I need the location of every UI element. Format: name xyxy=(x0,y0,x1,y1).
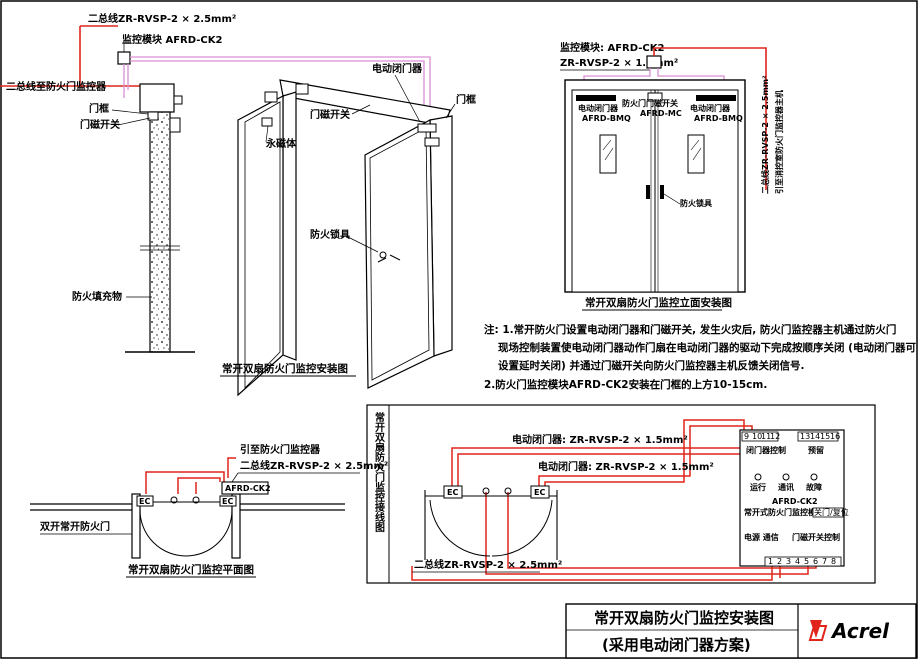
elev-closer-left-label: 电动闭门器 xyxy=(578,103,619,113)
install-mag-switch-label: 门磁开关 xyxy=(80,118,120,131)
wiring-model: AFRD-CK2 xyxy=(772,497,818,506)
plan-to-monitor-label: 引至防火门监控器 xyxy=(240,443,321,456)
wiring-ec-left: EC xyxy=(447,488,458,497)
wiring-diagram: 常开双扇防火门监控接线图 电动闭门器: ZR-RVSP-2 × 1.5mm² 电… xyxy=(366,404,876,584)
terminal-3: 3 xyxy=(786,557,791,566)
plan-door-label: 双开常开防火门 xyxy=(40,520,110,533)
plan-module-label: AFRD-CK2 xyxy=(225,484,271,493)
install-closer-label: 电动闭门器 xyxy=(372,62,423,75)
terminal-8: 8 xyxy=(831,557,836,566)
note-line-1: 注: 1.常开防火门设置电动闭门器和门磁开关, 发生火灾后, 防火门监控器主机通… xyxy=(484,323,896,336)
terminal-5: 5 xyxy=(804,557,809,566)
install-right-door xyxy=(364,119,435,389)
elev-closer-left-model: AFRD-BMQ xyxy=(582,114,631,123)
wiring-comm: 通讯 xyxy=(778,482,794,492)
elev-closer-right-model: AFRD-BMQ xyxy=(694,114,743,123)
title-line-1: 常开双扇防火门监控安装图 xyxy=(594,609,774,627)
wiring-terminals-bottom: 1 2 3 4 5 6 7 8 xyxy=(764,556,842,567)
note-line-3: 设置延时关闭) 并通过门磁开关向防火门监控器主机反馈关闭信号. xyxy=(498,359,804,372)
plan-caption: 常开双扇防火门监控平面图 xyxy=(128,563,254,576)
install-lock-label: 防火锁具 xyxy=(310,228,350,241)
wiring-frame xyxy=(366,404,876,584)
wiring-vertical-title: 常开双扇防火门监控接线图 xyxy=(373,411,385,533)
wiring-bus-label: 二总线ZR-RVSP-2 × 2.5mm² xyxy=(414,558,562,571)
title-line-2: (采用电动闭门器方案) xyxy=(602,636,751,654)
acrel-logo-icon xyxy=(810,620,822,638)
fault-led-icon xyxy=(810,473,818,481)
install-door-frame2-label: 门框 xyxy=(456,93,476,106)
elev-vertical-line1: 二总线ZR-RVSP-2 × 2.5mm² xyxy=(760,75,770,194)
plan-bus-label: 二总线ZR-RVSP-2 × 2.5mm² xyxy=(240,459,388,472)
wiring-cable1-label: 电动闭门器: ZR-RVSP-2 × 1.5mm² xyxy=(512,433,688,446)
door-close-reset-button xyxy=(812,507,844,518)
wiring-cable2-label: 电动闭门器: ZR-RVSP-2 × 1.5mm² xyxy=(538,460,714,473)
elev-vertical-line2: 引至消控室防火门监控器主机 xyxy=(774,90,784,194)
elev-cable-label: ZR-RVSP-2 × 1.5mm² xyxy=(560,58,678,69)
title-block: 常开双扇防火门监控安装图 (采用电动闭门器方案) Acrel xyxy=(565,603,917,659)
terminal-12: 12 xyxy=(770,432,780,441)
elev-module-box xyxy=(646,55,662,69)
install-door-frame-label: 门框 xyxy=(89,102,109,115)
terminal-2: 2 xyxy=(777,557,782,566)
wiring-reserved: 预留 xyxy=(808,445,824,455)
terminal-10: 10 xyxy=(752,432,762,441)
terminal-16: 16 xyxy=(830,432,840,441)
notes: 注: 1.常开防火门设置电动闭门器和门磁开关, 发生火灾后, 防火门监控器主机通… xyxy=(484,323,916,391)
wiring-mag-ctrl: 门磁开关控制 xyxy=(792,532,840,542)
terminal-15: 15 xyxy=(820,432,830,441)
wiring-closer-ctrl: 闭门器控制 xyxy=(746,445,786,455)
note-line-4: 2.防火门监控模块AFRD-CK2安装在门框的上方10-15cm. xyxy=(484,378,767,391)
elev-closer-right-label: 电动闭门器 xyxy=(690,103,731,113)
install-module-label: 监控模块 AFRD-CK2 xyxy=(122,33,222,46)
wiring-model-desc: 常开式防火门监控模块 xyxy=(744,507,825,517)
terminal-11: 11 xyxy=(761,432,771,441)
terminal-6: 6 xyxy=(813,557,818,566)
elev-mag-label: 防火门门磁开关 xyxy=(622,98,678,108)
elevation-diagram: 监控模块: AFRD-CK2 ZR-RVSP-2 × 1.5mm² 电动闭门器 … xyxy=(560,41,784,311)
install-module-box xyxy=(117,51,131,65)
elev-lock-label: 防火锁具 xyxy=(680,198,712,208)
note-line-2: 现场控制装置使电动闭门器动作门扇在电动闭门器的驱动下完成按顺序关闭 (电动闭门器… xyxy=(498,341,916,354)
comm-led-icon xyxy=(782,473,790,481)
wiring-fault: 故障 xyxy=(806,482,822,492)
run-led-icon xyxy=(754,473,762,481)
install-to-monitor-label: 二总线至防火门监控器 xyxy=(6,80,107,93)
install-bus-line-label: 二总线ZR-RVSP-2 × 2.5mm² xyxy=(88,12,236,25)
wiring-terminals-top-right: 13 14 15 16 xyxy=(797,431,840,442)
plan-diagram: 引至防火门监控器 二总线ZR-RVSP-2 × 2.5mm² EC EC AFR… xyxy=(30,443,388,578)
plan-ec-right: EC xyxy=(222,497,233,506)
terminal-7: 7 xyxy=(822,557,827,566)
wiring-door-close: 关门/复位 xyxy=(814,507,849,517)
elev-caption: 常开双扇防火门监控立面安装图 xyxy=(585,296,732,309)
wiring-module-box xyxy=(739,429,845,567)
elev-mag-model: AFRD-MC xyxy=(640,109,682,118)
terminal-14: 14 xyxy=(810,432,820,441)
wiring-ec-right: EC xyxy=(534,488,545,497)
install-magnet-label: 永磁体 xyxy=(265,137,297,150)
terminal-13: 13 xyxy=(800,432,810,441)
acrel-logo-text: Acrel xyxy=(830,619,890,643)
install-diagram: 二总线ZR-RVSP-2 × 2.5mm² 监控模块 AFRD-CK2 二总线至… xyxy=(0,12,476,397)
plan-ec-left: EC xyxy=(139,497,150,506)
install-left-door xyxy=(237,95,284,397)
wiring-run: 运行 xyxy=(750,482,766,492)
plan-module-box xyxy=(221,481,269,495)
install-mag-switch2-label: 门磁开关 xyxy=(310,108,350,121)
install-fill-label: 防火填充物 xyxy=(72,290,122,303)
terminal-4: 4 xyxy=(795,557,800,566)
terminal-9: 9 xyxy=(744,432,749,441)
install-caption: 常开双扇防火门监控安装图 xyxy=(222,362,348,375)
terminal-1: 1 xyxy=(768,557,773,566)
wiring-power-comm: 电源 通信 xyxy=(744,532,779,542)
wiring-terminals-top-left: 9 10 11 12 xyxy=(741,431,780,442)
fireproof-fill-column xyxy=(149,111,171,353)
elev-module-label: 监控模块: AFRD-CK2 xyxy=(560,41,664,54)
